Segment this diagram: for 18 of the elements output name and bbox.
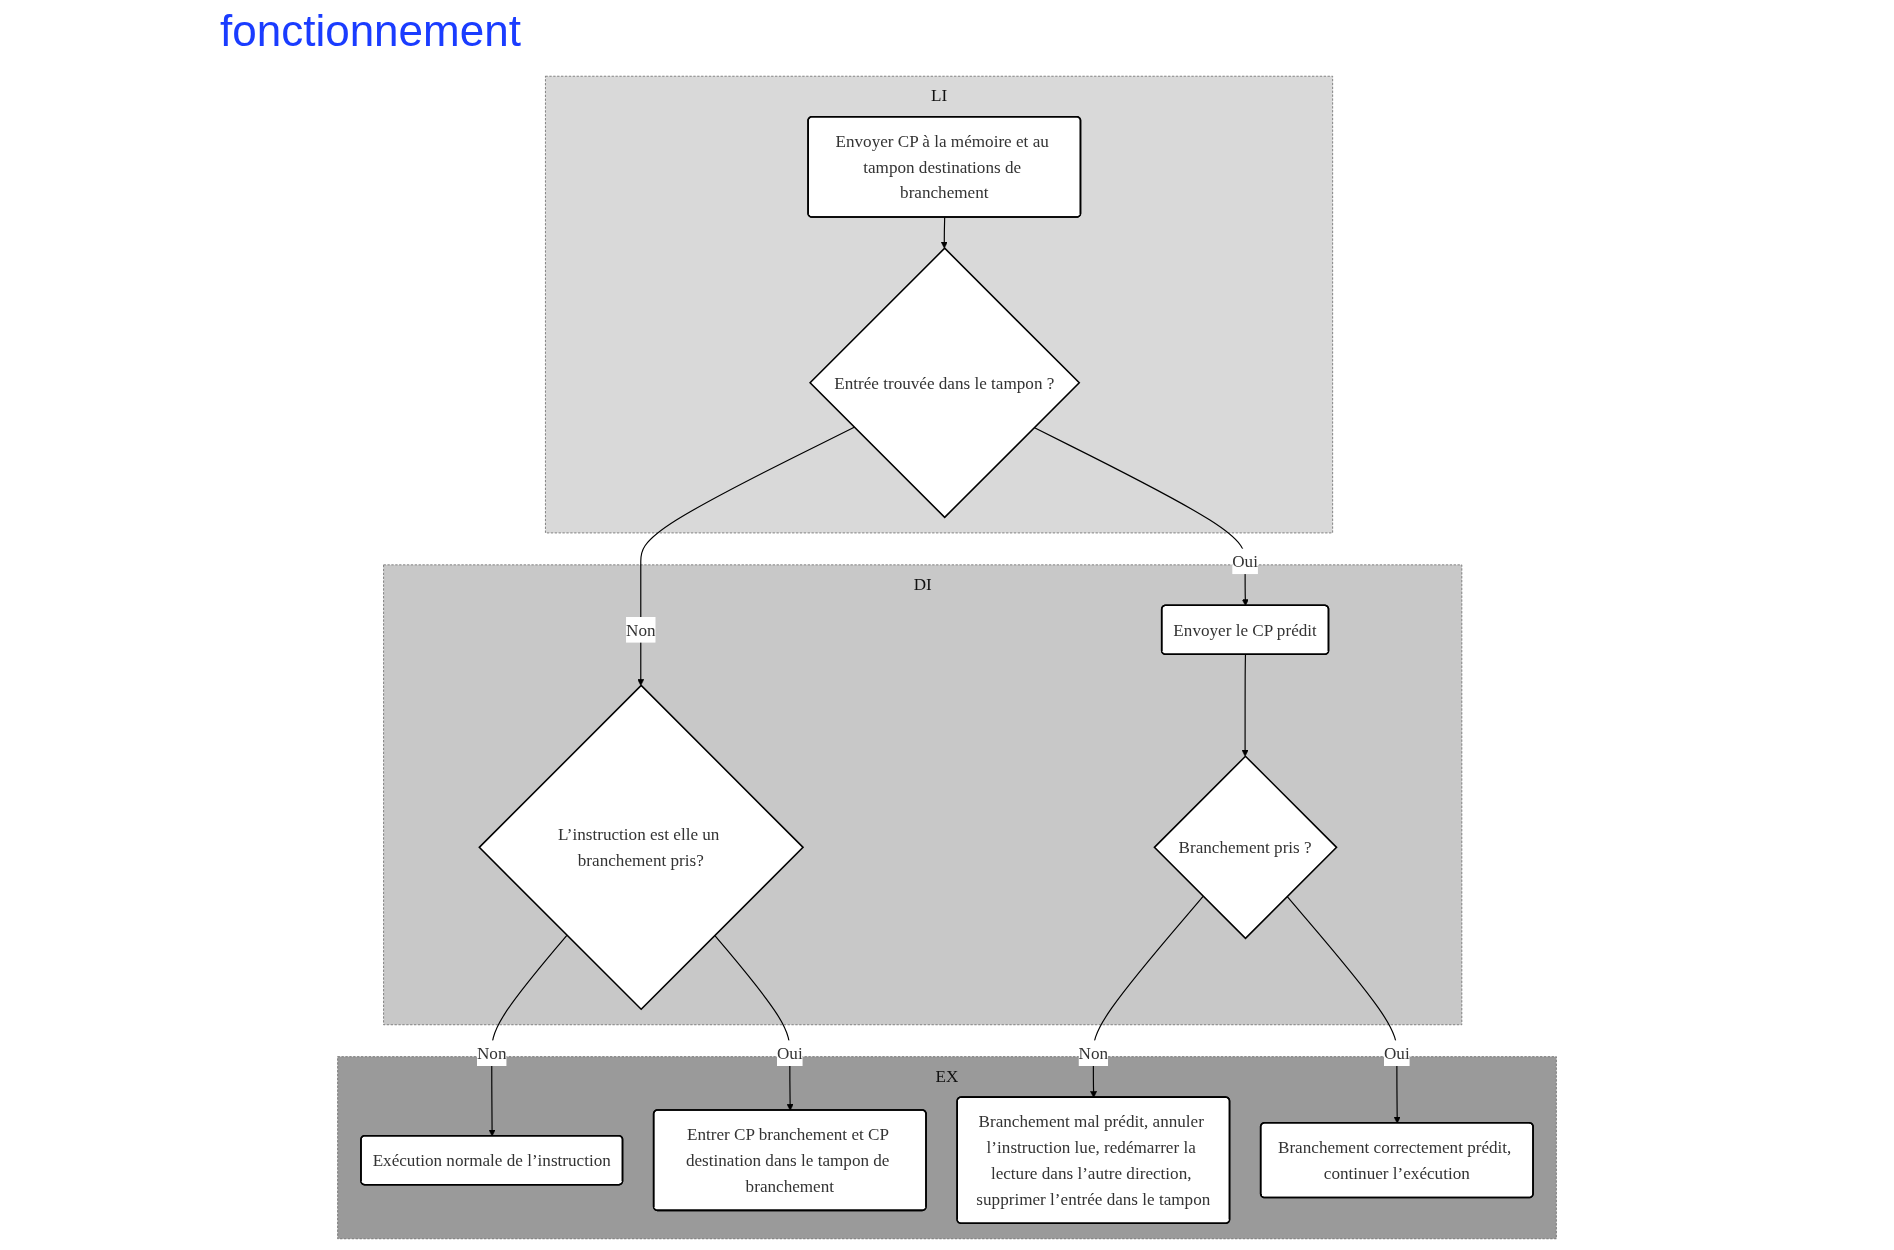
edge-label: Oui: [776, 1043, 803, 1063]
node-diamond: Branchement pris ?: [1153, 755, 1338, 940]
node-diamond: Entrée trouvée dans le tampon ?: [809, 247, 1081, 519]
title: fonctionnement: [220, 6, 521, 56]
arrow: [637, 426, 855, 686]
node-diamond: L’instruction est elle un branchement pris?: [478, 684, 805, 1011]
arrow: [1033, 427, 1249, 606]
arrow: [1241, 654, 1249, 757]
edge-label: Non: [626, 620, 656, 640]
arrow: [714, 934, 794, 1111]
edge-label: Oui: [1384, 1043, 1410, 1063]
edge-label: Non: [1078, 1043, 1109, 1063]
edge-label: Oui: [1232, 551, 1258, 572]
edge-label: Non: [476, 1043, 507, 1063]
arrow: [488, 934, 568, 1137]
arrow: [1286, 895, 1401, 1124]
arrow: [1090, 895, 1204, 1098]
arrow: [940, 216, 948, 249]
